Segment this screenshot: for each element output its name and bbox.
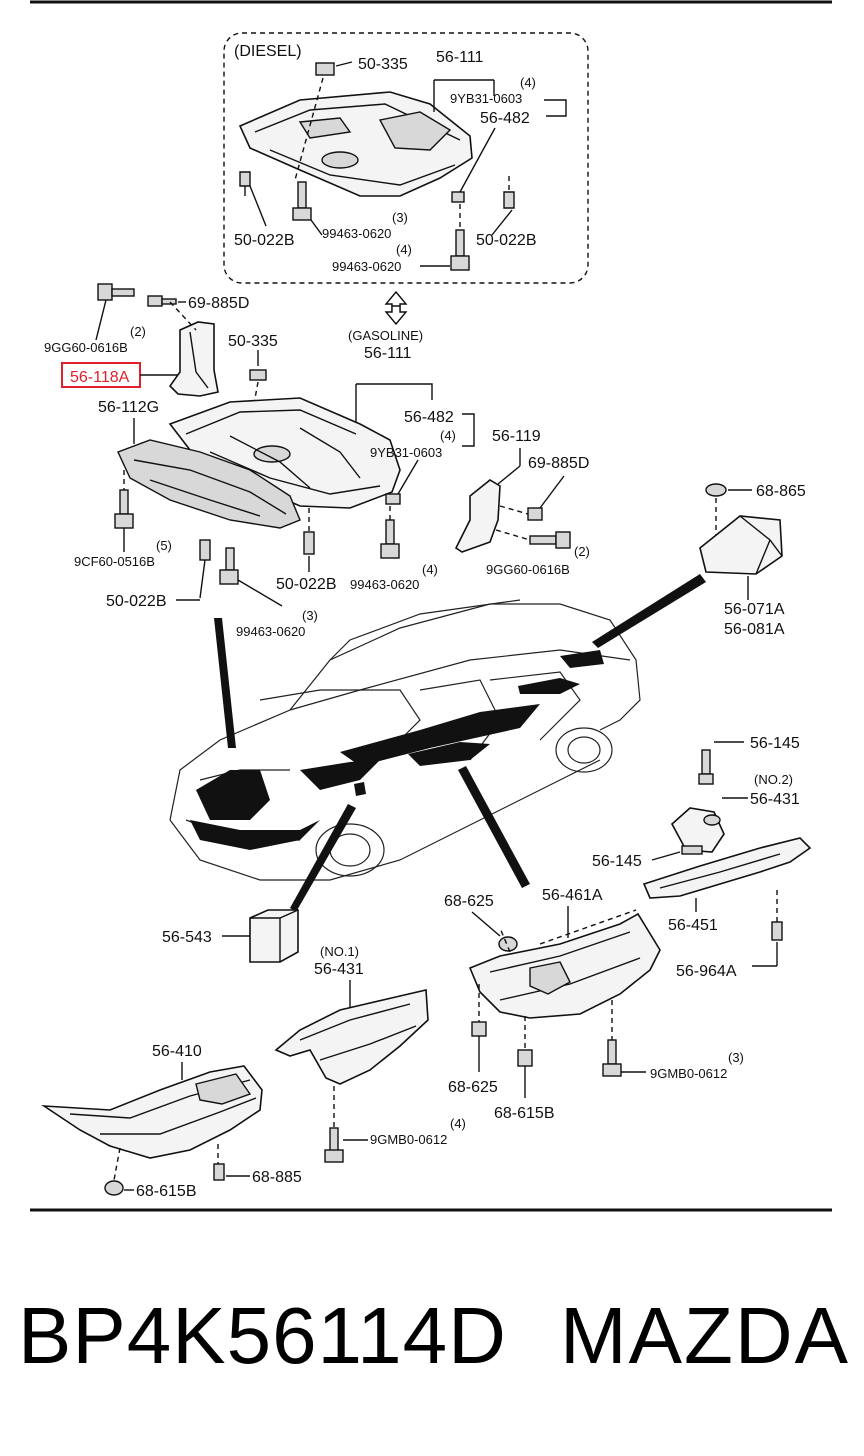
gasoline-title: (GASOLINE) [348,328,423,343]
gas-nut-label: 56-482 [404,409,454,426]
gas-qty-left: (2) [130,324,146,339]
pointer-wedge [214,618,236,748]
cap-bottom-label: 68-625 [448,1079,498,1096]
diesel-clip-left-label: 50-022B [234,232,295,249]
gas-qty-a: (4) [440,428,456,443]
gas-qty-e: (2) [574,544,590,559]
diesel-clip-top-label: 50-335 [358,56,408,73]
gas-qty-d: (3) [302,608,318,623]
right-mid-group: 56-145 (NO.2) 56-431 56-145 56-451 56-96… [592,735,812,980]
swap-arrow-icon [384,290,408,326]
gas-bracket-right [454,479,501,553]
floor-group: 56-410 68-615B 68-885 [41,1043,302,1200]
insulator-long-label: 56-451 [668,917,718,934]
gas-clip-right-label: 69-885D [528,455,589,472]
floor-label: 56-410 [152,1043,202,1060]
diesel-qty-a: (4) [520,75,536,90]
insulator1-label: 56-431 [314,961,364,978]
pointer-wedge [592,574,706,648]
caption-bar: BP4K56114D MAZDA [0,1290,864,1410]
diesel-group: (DIESEL) 50-335 56-111 (4) 9YB31-0603 56… [223,32,589,284]
gas-clip-top-label: 50-335 [228,333,278,350]
car-illustration [169,599,641,881]
pad-a-label: 56-071A [724,601,785,618]
gasoline-cover-label: 56-111 [364,345,412,362]
gas-bolt-d-label: 99463-0620 [236,624,305,639]
diesel-bolt-a-label: 9YB31-0603 [450,91,522,106]
gas-bolt-left-label: 9GG60-0616B [44,340,128,355]
gas-bolt-b-label: 9CF60-0516B [74,554,155,569]
clip-bottom-label: 56-964A [676,963,737,980]
part-number: BP4K56114D [18,1291,507,1380]
diesel-cover-label: 56-111 [436,49,484,66]
diesel-dashed-frame [223,32,589,284]
insulator1-part [274,989,429,1085]
bolt-icon [97,283,113,301]
bolt-mid-label: 56-145 [592,853,642,870]
tunnel-heat-shield [468,912,661,1019]
gas-qty-c: (4) [422,562,438,577]
block-label: 56-543 [162,929,212,946]
bottom-bolt-a-label: 9GMB0-0612 [370,1132,447,1147]
floor-pad [699,515,783,575]
pad-b-label: 56-081A [724,621,785,638]
gas-clip-b-label: 50-022B [276,576,337,593]
gas-under-cover [117,439,301,529]
diesel-nut-label: 56-482 [480,110,530,127]
gas-bolt-c-label: 99463-0620 [350,577,419,592]
plug-label: 68-865 [756,483,806,500]
diesel-clip-top [315,62,335,76]
gas-bolt-e-label: 9GG60-0616B [486,562,570,577]
clip-label: 68-885 [252,1169,302,1186]
gas-qty-b: (5) [156,538,172,553]
pointer-wedge [290,804,356,912]
gas-bracket-label: 56-119 [492,428,541,445]
diesel-undercover [238,91,473,197]
diesel-qty-b: (3) [392,210,408,225]
insulator-long-part [642,837,812,899]
insulator2-label: 56-431 [750,791,800,808]
diesel-bolt-c-label: 99463-0620 [332,259,401,274]
pointer-wedge [458,766,530,888]
nut-b-label: 68-615B [494,1105,555,1122]
nut-c-label: 68-615B [136,1183,197,1200]
right-bolt-label: 9GMB0-0612 [650,1066,727,1081]
highlighted-part-label: 56-118A [70,369,130,386]
cap-top-label: 68-625 [444,893,494,910]
diesel-title: (DIESEL) [234,43,302,60]
gas-clip-left-label: 69-885D [188,295,249,312]
gas-bolt-a-label: 9YB31-0603 [370,445,442,460]
gas-clip-a-label: 50-022B [106,593,167,610]
gasoline-group: (GASOLINE) 56-111 9GG60-0616B (2) 69-885… [44,283,590,639]
bolt-top-label: 56-145 [750,735,800,752]
diesel-clip-right-label: 50-022B [476,232,537,249]
right-pad-group: 68-865 56-071A 56-081A [699,483,806,638]
diesel-bolt-b-label: 99463-0620 [322,226,391,241]
no2-label: (NO.2) [754,772,793,787]
brand-name: MAZDA [560,1291,850,1380]
right-qty-label: (3) [728,1050,744,1065]
insulator1-group: (NO.1) 56-431 (4) 9GMB0-0612 [274,944,466,1163]
block-group: 56-543 [162,909,299,963]
gas-under-cover-label: 56-112G [98,399,159,416]
tunnel-label: 56-461A [542,887,603,904]
block-part [249,909,299,963]
bottom-qty-a: (4) [450,1116,466,1131]
tunnel-group: 68-625 56-461A 68-625 68-615B (3) 9GMB0-… [444,887,744,1122]
diesel-qty-c: (4) [396,242,412,257]
no1-label: (NO.1) [320,944,359,959]
